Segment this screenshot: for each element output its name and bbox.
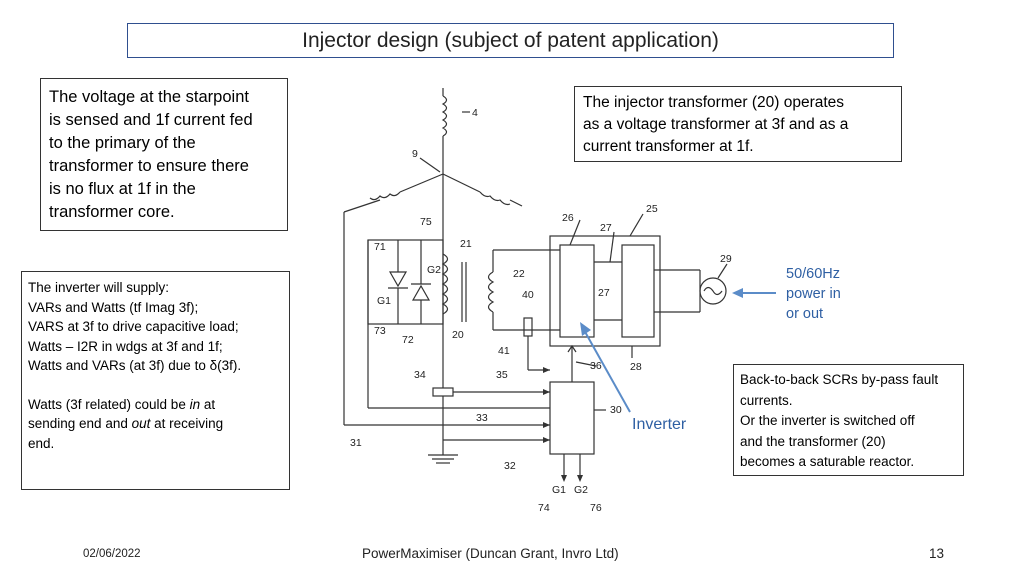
note-line: currents. (740, 392, 793, 408)
label-71: 71 (374, 241, 386, 253)
note-line: VARs and Watts (tf Imag 3f); (28, 299, 199, 315)
note-line: end. (28, 435, 55, 451)
label-21: 21 (460, 238, 472, 250)
label-27-top: 27 (600, 222, 612, 234)
note-line: current transformer at 1f. (583, 138, 754, 155)
label-34: 34 (414, 369, 426, 381)
note-line: as a voltage transformer at 3f and as a (583, 116, 849, 133)
label-26: 26 (562, 212, 574, 224)
note-line: is sensed and 1f current fed (49, 111, 253, 129)
label-g1: G1 (377, 295, 391, 307)
injector-transformer-note: The injector transformer (20) operates a… (574, 86, 902, 162)
label-76: 76 (590, 502, 602, 514)
note-line: sending end and out at receiving (28, 416, 224, 431)
label-g2-out: G2 (574, 484, 588, 496)
note-line: The voltage at the starpoint (49, 88, 249, 106)
label-g1-out: G1 (552, 484, 566, 496)
label-29: 29 (720, 253, 732, 265)
label-25: 25 (646, 203, 658, 215)
label-30: 30 (610, 404, 622, 416)
note-line: Or the inverter is switched off (740, 413, 915, 428)
note-line: to the primary of the (49, 134, 196, 152)
note-line: transformer core. (49, 203, 175, 221)
label-31: 31 (350, 437, 362, 449)
note-line: VARS at 3f to drive capacitive load; (28, 319, 239, 334)
label-73: 73 (374, 325, 386, 337)
inverter-supply-note: The inverter will supply: VARs and Watts… (21, 271, 290, 490)
note-line: Watts and VARs (at 3f) due to δ(3f). (28, 358, 242, 373)
page-number: 13 (929, 546, 945, 561)
note-line: Back-to-back SCRs by-pass fault (740, 372, 939, 387)
note-line: Watts (3f related) could be in at (28, 396, 216, 412)
label-36: 36 (590, 360, 602, 372)
label-4: 4 (472, 107, 478, 119)
label-33: 33 (476, 412, 488, 424)
inverter-label: Inverter (632, 416, 687, 433)
label-41: 41 (498, 345, 510, 357)
starpoint-note: The voltage at the starpoint is sensed a… (40, 78, 288, 231)
note-line: is no flux at 1f in the (49, 180, 196, 198)
label-32: 32 (504, 460, 516, 472)
label-72: 72 (402, 334, 414, 346)
label-20: 20 (452, 329, 464, 341)
label-27-mid: 27 (598, 287, 610, 299)
label-75: 75 (420, 216, 432, 228)
footer-date: 02/06/2022 (83, 548, 141, 560)
page-title: Injector design (subject of patent appli… (127, 23, 894, 58)
note-line: The inverter will supply: (28, 280, 170, 295)
note-line: becomes a saturable reactor. (740, 454, 915, 469)
note-line: and the transformer (20) (740, 433, 886, 449)
note-line: transformer to ensure there (49, 157, 249, 175)
power-label: 50/60Hz power in or out (786, 266, 841, 322)
footer-title: PowerMaximiser (Duncan Grant, Invro Ltd) (362, 546, 619, 561)
label-22: 22 (513, 268, 525, 280)
note-line: Watts – I2R in wdgs at 3f and 1f; (28, 338, 223, 354)
label-g2: G2 (427, 264, 441, 276)
note-line: The injector transformer (20) operates (583, 94, 845, 111)
label-28: 28 (630, 361, 642, 373)
scr-bypass-note: Back-to-back SCRs by-pass fault currents… (733, 364, 964, 476)
label-74: 74 (538, 502, 550, 514)
label-40: 40 (522, 289, 534, 301)
label-35: 35 (496, 369, 508, 381)
label-9: 9 (412, 148, 418, 160)
